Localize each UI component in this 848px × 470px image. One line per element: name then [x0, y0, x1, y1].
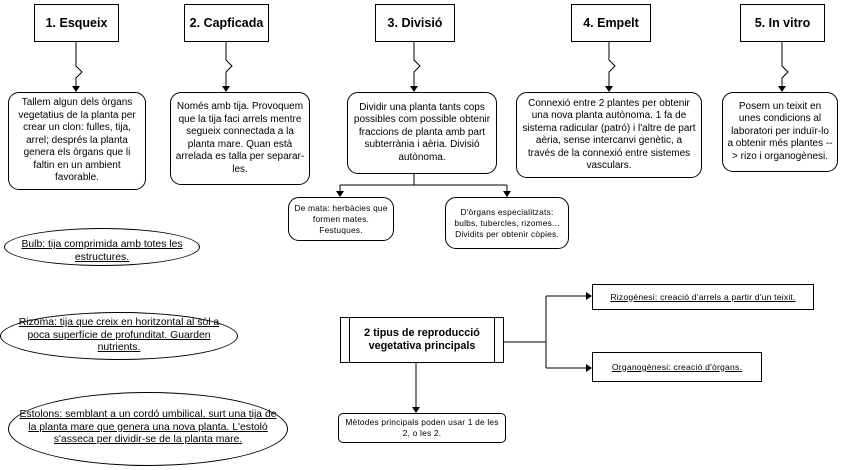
bulb-ellipse [4, 228, 200, 266]
capficada-title: 2. Capficada [184, 4, 269, 42]
bulb-text: Bulb: tija comprimida amb totes les estr… [21, 239, 183, 263]
empelt-description: Connexió entre 2 plantes per obtenir una… [516, 92, 702, 178]
rizoma-text: Rizoma: tija que creix en horitzontal al… [18, 317, 220, 353]
in-vitro-title: 5. In vitro [740, 4, 825, 42]
estolons-ellipse [8, 392, 288, 466]
central-left-bar [349, 318, 350, 362]
central-title: 2 tipus de reproducció vegetativa princi… [364, 327, 480, 352]
organogenesi-box: Organogènesi: creació d'òrgans. [592, 352, 762, 382]
rizoma-ellipse [0, 312, 238, 360]
divisio-description: Dividir una planta tants cops possibles … [347, 92, 497, 174]
capficada-description: Només amb tija. Provoquem que la tija fa… [170, 92, 310, 185]
divisio-title: 3. Divisió [375, 4, 455, 42]
division-mata-box: De mata: herbàcies que formen mates. Fes… [288, 197, 394, 241]
estolons-text: Estolons: semblant a un cordó umbilical,… [19, 409, 277, 445]
esqueix-title: 1. Esqueix [34, 4, 119, 42]
methods-note-box: Mètodes principals poden usar 1 de les 2… [338, 413, 506, 443]
esqueix-description: Tallem algun dels òrgans vegetatius de l… [8, 92, 146, 190]
central-box: 2 tipus de reproducció vegetativa princi… [340, 317, 504, 363]
in-vitro-description: Posem un teixit en unes condicions al la… [722, 92, 838, 172]
rizogenesi-box: Rizogènesi: creació d'arrels a partir d'… [592, 284, 814, 310]
division-organs-box: D'òrgans especialitzats: bulbs, tubercle… [445, 197, 569, 249]
empelt-title: 4. Empelt [571, 4, 651, 42]
central-right-bar [494, 318, 495, 362]
